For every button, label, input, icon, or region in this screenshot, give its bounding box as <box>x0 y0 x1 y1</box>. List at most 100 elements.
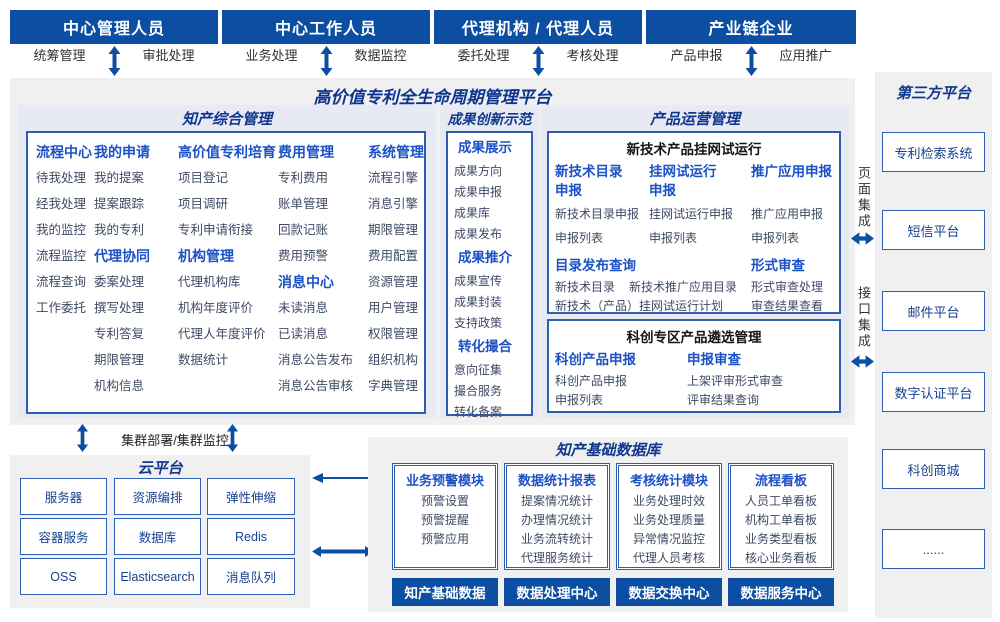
section-product-ops: 产品运营管理 新技术产品挂网试运行 新技术目录 申报 新技术目录申报申报列表 挂… <box>541 105 849 418</box>
module-item: 人员工单看板 <box>744 494 817 508</box>
module-item: 业务流转统计 <box>520 532 593 546</box>
double-arrow-vertical-icon <box>320 46 332 76</box>
group-items: 我的提案提案跟踪我的专利 <box>94 165 178 243</box>
group-header: 费用管理 <box>278 144 334 160</box>
trial-run-columns: 新技术目录 申报 新技术目录申报申报列表 挂网试运行 申报 挂网试运行申报申报列… <box>549 158 839 250</box>
menu-item: 形式审查处理 <box>751 280 824 294</box>
role-banner: 产业链企业 <box>646 10 856 44</box>
cloud-box: OSS <box>20 558 107 595</box>
group-items: 未读消息已读消息消息公告发布消息公告审核 <box>278 295 368 399</box>
cloud-box: 服务器 <box>20 478 107 515</box>
menu-item: 字典管理 <box>368 379 419 393</box>
group-items: 成果方向成果申报成果库成果发布 <box>448 161 531 245</box>
box-title: 新技术产品挂网试运行 <box>626 142 762 157</box>
module-item: 核心业务看板 <box>744 551 817 565</box>
group-header: 高价值专利培育 <box>178 144 276 160</box>
group-header: 消息中心 <box>278 274 334 290</box>
group-items: 挂网试运行申报申报列表 <box>649 202 751 250</box>
menu-item: 科创产品申报 <box>555 374 628 388</box>
group-header: 成果展示 <box>458 140 512 155</box>
double-arrow-vertical-icon <box>745 46 757 76</box>
ip-management-box: 流程中心 待我处理经我处理我的监控流程监控流程查询工作委托 我的申请 我的提案提… <box>26 131 426 414</box>
module-item: 代理服务统计 <box>520 551 593 565</box>
menu-item: 项目调研 <box>178 197 229 211</box>
group-header: 目录发布查询 <box>555 258 636 273</box>
data-warehouse-panel: 知产基础数据库 业务预警模块 预警设置预警提醒预警应用 数据统计报表 提案情况统… <box>368 437 848 612</box>
data-center-bar: 数据处理中心 <box>504 578 610 606</box>
cloud-box: 弹性伸缩 <box>207 478 295 515</box>
ip-column: 系统管理 流程引擎消息引擎期限管理费用配置资源管理用户管理权限管理组织机构字典管… <box>368 139 424 399</box>
module-item: 机构工单看板 <box>744 513 817 527</box>
menu-item: 账单管理 <box>278 197 329 211</box>
role-label: 考核处理 <box>566 48 619 63</box>
trial-run-box: 新技术产品挂网试运行 新技术目录 申报 新技术目录申报申报列表 挂网试运行 申报… <box>547 131 841 314</box>
menu-item: 机构信息 <box>94 379 145 393</box>
menu-item: 成果库 <box>454 206 491 220</box>
role-banner: 代理机构 / 代理人员 <box>434 10 642 44</box>
menu-item: 消息公告审核 <box>278 379 354 393</box>
third-party-box: ...... <box>882 529 985 569</box>
menu-item: 上架评审形式审查 <box>687 374 784 388</box>
cloud-panel: 云平台 服务器 资源编排 弹性伸缩 容器服务 数据库 Redis OSS Ela… <box>10 455 310 608</box>
section-title: 知产基础数据库 <box>555 442 661 459</box>
po-column: 推广应用申报 推广应用申报申报列表 <box>751 162 839 250</box>
module-item: 代理人员考核 <box>632 551 705 565</box>
menu-item: 申报列表 <box>649 231 698 245</box>
platform-panel: 高价值专利全生命周期管理平台 知产综合管理 流程中心 待我处理经我处理我的监控流… <box>10 78 855 425</box>
page-integration-label: 页面集成 <box>856 166 871 230</box>
role-label: 数据监控 <box>354 48 407 63</box>
menu-item: 评审结果查询 <box>687 393 760 407</box>
menu-item: 我的监控 <box>36 223 87 237</box>
menu-item: 成果申报 <box>454 185 503 199</box>
menu-item: 权限管理 <box>368 327 419 341</box>
ip-columns: 流程中心 待我处理经我处理我的监控流程监控流程查询工作委托 我的申请 我的提案提… <box>28 133 424 399</box>
module-items: 预警设置预警提醒预警应用 <box>395 492 495 549</box>
group-items: 待我处理经我处理我的监控流程监控流程查询工作委托 <box>36 165 94 321</box>
role-banner: 中心工作人员 <box>222 10 430 44</box>
module-box: 数据统计报表 提案情况统计办理情况统计业务流转统计代理服务统计 <box>504 463 610 570</box>
third-party-box: 邮件平台 <box>882 291 985 331</box>
menu-item: 推广应用申报 <box>751 207 824 221</box>
group-items: 代理机构库机构年度评价代理人年度评价数据统计 <box>178 269 278 373</box>
module-item: 预警应用 <box>420 532 469 546</box>
role-label: 业务处理 <box>245 48 298 63</box>
platform-title: 高价值专利全生命周期管理平台 <box>313 88 552 107</box>
menu-item: 挂网试运行申报 <box>649 207 734 221</box>
section-achievements: 成果创新示范 成果展示 成果方向成果申报成果库成果发布 成果推介 成果宣传成果封… <box>440 105 539 419</box>
menu-item: 资源管理 <box>368 275 419 289</box>
menu-item: 消息公告发布 <box>278 353 354 367</box>
menu-item: 新技术目录 <box>555 280 616 294</box>
group-items: 意向征集撮合服务转化备案 <box>448 360 531 423</box>
menu-item: 代理人年度评价 <box>178 327 266 341</box>
menu-item: 期限管理 <box>94 353 145 367</box>
group-items: 新技术目录申报申报列表 <box>555 202 649 250</box>
menu-item: 已读消息 <box>278 327 329 341</box>
formal-review-block: 形式审查 形式审查处理审查结果查看 <box>751 254 839 316</box>
double-arrow-horizontal-icon <box>851 355 874 368</box>
group-items: 推广应用申报申报列表 <box>751 202 839 250</box>
group-header: 科创产品申报 <box>555 352 636 367</box>
achievements-box: 成果展示 成果方向成果申报成果库成果发布 成果推介 成果宣传成果封装支持政策 转… <box>446 131 533 419</box>
menu-item: 流程引擎 <box>368 171 419 185</box>
menu-item: 经我处理 <box>36 197 87 211</box>
module-item: 业务处理质量 <box>632 513 705 527</box>
menu-item: 工作委托 <box>36 301 87 315</box>
role-group-agencies: 代理机构 / 代理人员 委托处理 考核处理 <box>434 10 642 76</box>
module-item: 提案情况统计 <box>520 494 593 508</box>
menu-item: 回款记账 <box>278 223 329 237</box>
cluster-label: 集群部署/集群监控 <box>121 433 229 448</box>
group-header: 形式审查 <box>751 258 805 273</box>
ip-column: 流程中心 待我处理经我处理我的监控流程监控流程查询工作委托 <box>36 139 94 399</box>
menu-item: 成果方向 <box>454 164 503 178</box>
section-title: 第三方平台 <box>895 85 971 102</box>
po-column: 挂网试运行 申报 挂网试运行申报申报列表 <box>649 162 751 250</box>
menu-item: 转化备案 <box>454 405 503 419</box>
menu-item: 成果封装 <box>454 295 503 309</box>
menu-item: 待我处理 <box>36 171 87 185</box>
menu-item: 新技术（产品）挂网试运行计划 <box>555 299 724 313</box>
menu-item: 未读消息 <box>278 301 329 315</box>
trial-run-row2: 目录发布查询 新技术目录新技术推广应用目录 新技术（产品）挂网试运行计划 形式审… <box>549 254 839 316</box>
module-items: 人员工单看板机构工单看板业务类型看板核心业务看板 <box>731 492 831 568</box>
menu-item: 我的提案 <box>94 171 145 185</box>
